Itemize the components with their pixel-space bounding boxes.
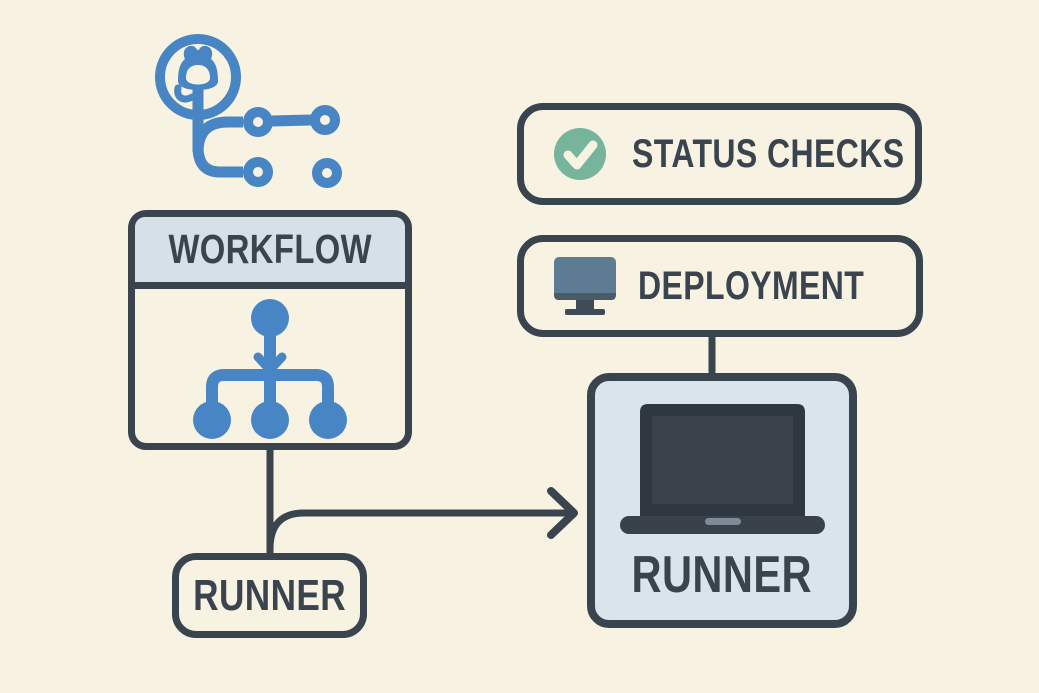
- monitor-icon: [554, 257, 616, 315]
- workflow-box: WORKFLOW: [128, 210, 412, 450]
- deployment-box: DEPLOYMENT: [517, 235, 923, 337]
- runner-box-label: RUNNER: [631, 546, 813, 604]
- check-circle-icon: [554, 128, 606, 180]
- workflow-tree-icon: [193, 299, 347, 439]
- runner-node-label: RUNNER: [193, 570, 347, 620]
- deployment-label: DEPLOYMENT: [638, 264, 865, 308]
- github-actions-icon: [155, 34, 342, 188]
- laptop-icon: [619, 404, 825, 534]
- status-checks-box: STATUS CHECKS: [517, 103, 922, 205]
- status-checks-label: STATUS CHECKS: [632, 132, 905, 176]
- runner-node-box: RUNNER: [172, 553, 367, 638]
- workflow-title: WORKFLOW: [168, 226, 372, 272]
- workflow-box-body: [135, 289, 405, 443]
- workflow-box-header: WORKFLOW: [135, 217, 405, 289]
- arrow-right-icon: [547, 487, 578, 539]
- runner-box: RUNNER: [587, 373, 857, 628]
- runner-to-runner-arrow-line: [266, 509, 573, 550]
